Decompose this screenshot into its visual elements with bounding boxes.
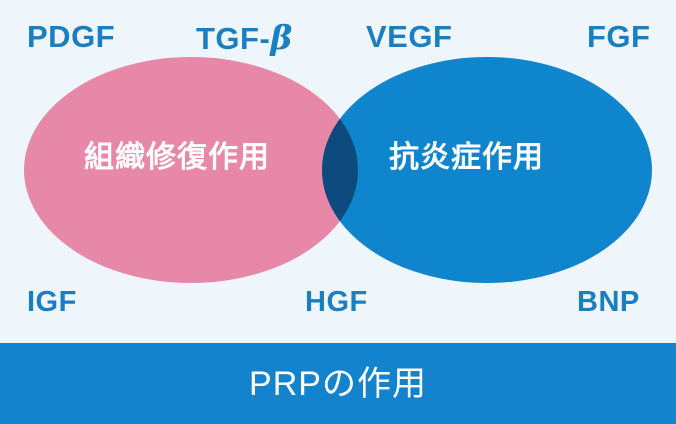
beta-symbol: β (270, 18, 293, 57)
growth-factor-label-hgf: HGF (305, 286, 368, 318)
growth-factor-label-pdgf: PDGF (27, 19, 116, 54)
figure-caption-text: PRPの作用 (249, 364, 427, 403)
venn-right-caption: 抗炎症作用 (389, 141, 544, 174)
venn-diagram: 組織修復作用 抗炎症作用 PDGF TGF-β VEGF FGF IGF HGF… (24, 19, 652, 318)
growth-factor-label-vegf: VEGF (366, 19, 453, 54)
growth-factor-label-bnp: BNP (577, 286, 640, 318)
venn-left-caption: 組織修復作用 (84, 141, 270, 174)
growth-factor-label-fgf: FGF (587, 19, 651, 54)
venn-right-ellipse (322, 57, 652, 283)
figure-caption-banner: PRPの作用 (0, 343, 676, 424)
growth-factor-label-tgf-beta: TGF-β (196, 21, 293, 54)
venn-circles-graphic (24, 57, 652, 283)
tgf-beta-prefix: TGF- (196, 21, 271, 56)
growth-factor-label-igf: IGF (27, 286, 77, 318)
venn-left-ellipse (24, 57, 358, 283)
